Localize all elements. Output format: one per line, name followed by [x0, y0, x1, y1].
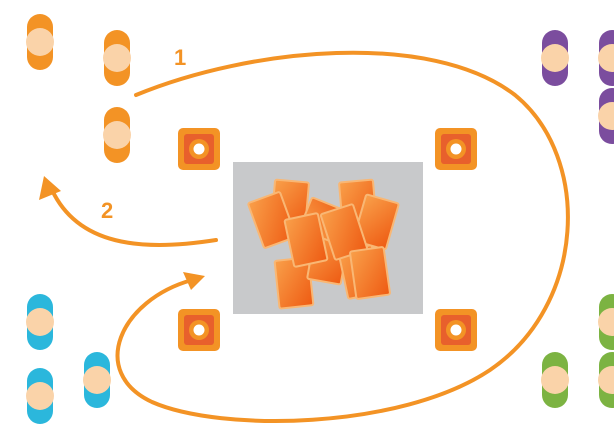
player-token-icon — [541, 30, 569, 86]
corner-marker-icon — [178, 309, 220, 351]
player-token-icon — [598, 88, 614, 144]
player-token-icon — [598, 352, 614, 408]
arrow-icon — [115, 50, 570, 423]
corner-marker-icon — [435, 309, 477, 351]
arrow-head-1 — [183, 272, 205, 290]
corner-marker-icon — [178, 128, 220, 170]
purple-team — [541, 30, 614, 144]
player-token-icon — [83, 352, 111, 408]
cyan-team — [26, 294, 111, 424]
card-icon — [348, 245, 392, 301]
step-label-1: 1 — [174, 45, 186, 70]
player-token-icon — [598, 30, 614, 86]
corner-marker-icon — [435, 128, 477, 170]
flow-path-2 — [50, 188, 218, 247]
orange-team — [26, 14, 131, 163]
green-team — [541, 294, 614, 408]
step-label-2: 2 — [101, 198, 113, 223]
arrow-icon — [39, 176, 218, 247]
flow-path-1 — [115, 50, 570, 423]
player-token-icon — [26, 14, 54, 70]
player-token-icon — [26, 368, 54, 424]
player-token-icon — [103, 30, 131, 86]
player-token-icon — [541, 352, 569, 408]
player-token-icon — [26, 294, 54, 350]
player-token-icon — [103, 107, 131, 163]
arrow-head-2 — [39, 176, 61, 200]
player-token-icon — [598, 294, 614, 350]
